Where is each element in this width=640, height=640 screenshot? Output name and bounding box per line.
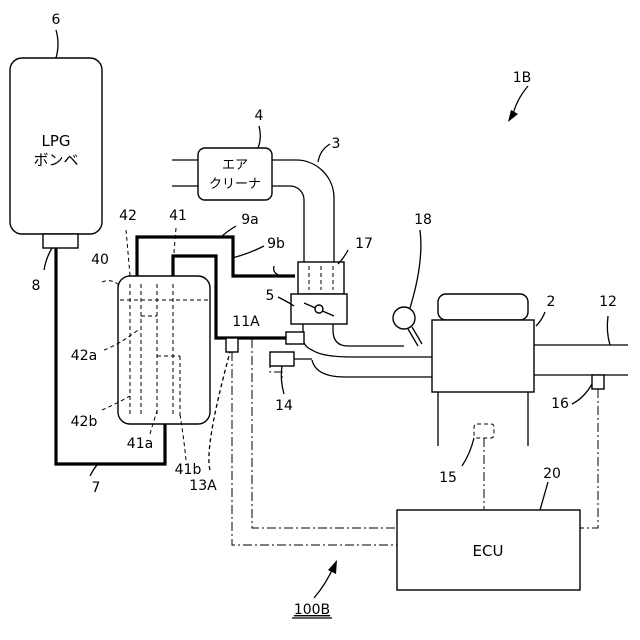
ref-13a: 13A xyxy=(189,478,217,494)
ref-42: 42 xyxy=(119,208,137,224)
ref-1b: 1B xyxy=(513,70,532,86)
ref-17: 17 xyxy=(355,236,373,252)
air-cleaner-line1: エア xyxy=(222,158,248,173)
part-17 xyxy=(298,262,344,294)
intake-manifold-lower xyxy=(312,360,432,377)
ref-11a: 11A xyxy=(232,314,260,330)
sensor-15 xyxy=(474,424,494,438)
tank-label-line1: LPG xyxy=(41,132,70,150)
part-18 xyxy=(393,307,422,346)
ref-16: 16 xyxy=(551,396,569,412)
throttle-body xyxy=(291,294,347,324)
ref-18: 18 xyxy=(414,212,432,228)
ref-100b: 100B xyxy=(294,602,330,618)
ref-41a: 41a xyxy=(127,436,153,452)
ref-12: 12 xyxy=(599,294,617,310)
air-cleaner-line2: クリーナ xyxy=(209,177,261,192)
ref-4: 4 xyxy=(255,108,264,124)
arrow-1b xyxy=(508,86,528,122)
sensor-14 xyxy=(270,352,294,366)
ecu: ECU xyxy=(397,510,580,590)
air-cleaner: エア クリーナ xyxy=(172,148,272,200)
ref-42a: 42a xyxy=(71,348,97,364)
ref-5: 5 xyxy=(266,288,275,304)
ecu-label: ECU xyxy=(473,542,504,560)
arrow-100b xyxy=(314,560,337,598)
ref-20: 20 xyxy=(543,466,561,482)
ref-7: 7 xyxy=(92,480,101,496)
signal-16 xyxy=(580,389,598,528)
lpg-tank: LPG ボンベ xyxy=(10,58,102,248)
intake-manifold-inner xyxy=(333,324,404,346)
ref-40: 40 xyxy=(91,252,109,268)
engine xyxy=(432,294,534,446)
ref-8: 8 xyxy=(32,278,41,294)
ref-6: 6 xyxy=(52,12,61,28)
sensor-13a xyxy=(226,338,238,352)
ref-3: 3 xyxy=(332,136,341,152)
ref-9b: 9b xyxy=(267,236,285,252)
tank-label-line2: ボンベ xyxy=(33,151,78,169)
ref-2: 2 xyxy=(547,294,556,310)
ref-9a: 9a xyxy=(241,212,259,228)
ref-41b: 41b xyxy=(175,462,202,478)
regulator xyxy=(118,276,210,424)
sensor-16 xyxy=(592,375,604,389)
sensor-11a xyxy=(286,332,304,344)
signal-13a xyxy=(232,352,397,545)
ref-15: 15 xyxy=(439,470,457,486)
ref-42b: 42b xyxy=(71,414,98,430)
ref-41: 41 xyxy=(169,208,187,224)
ref-14: 14 xyxy=(275,398,293,414)
